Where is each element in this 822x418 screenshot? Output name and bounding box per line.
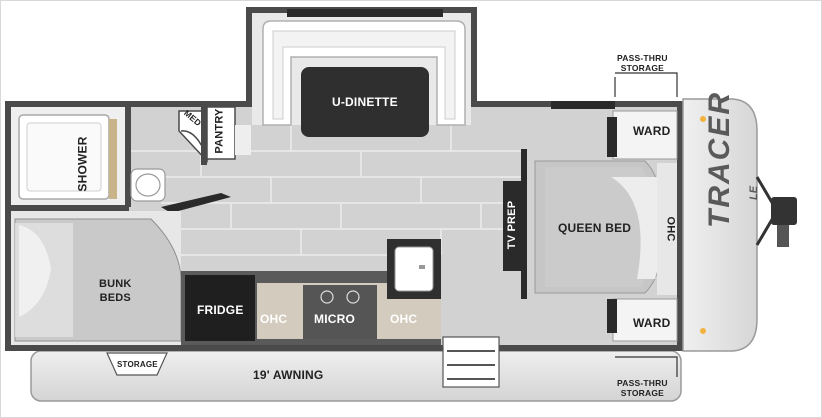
label-ohc-right: OHC: [390, 312, 418, 326]
label-u-dinette: U-DINETTE: [332, 95, 398, 109]
fridge: [185, 275, 255, 341]
label-micro: MICRO: [314, 312, 355, 326]
ohc-front: [657, 163, 677, 295]
label-ward-bottom: WARD: [633, 316, 671, 330]
tv-prep: [503, 181, 525, 271]
microwave: [303, 285, 377, 339]
front-cap: [682, 98, 758, 352]
label-fridge: FRIDGE: [197, 303, 244, 317]
brand-logo: TRACER: [703, 91, 736, 228]
label-tv-prep: TV PREP: [506, 200, 519, 250]
label-bunk-beds: BUNK BEDS: [99, 278, 132, 304]
label-awning: 19' AWNING: [253, 368, 324, 382]
floor-tiles: [131, 125, 521, 256]
storage-door: [106, 352, 168, 376]
dinette-table: [301, 67, 429, 137]
label-ohc-front: OHC: [664, 216, 677, 242]
label-storage: STORAGE: [117, 360, 158, 369]
label-pantry: PANTRY: [213, 108, 226, 154]
label-ohc-left: OHC: [260, 312, 288, 326]
entry-steps: [442, 336, 500, 388]
jack: [771, 197, 797, 225]
label-pass-thru-bottom: PASS-THRU STORAGE: [617, 378, 668, 398]
sink: [394, 246, 434, 292]
label-queen-bed: QUEEN BED: [558, 221, 632, 235]
bath-door: [161, 193, 231, 213]
brand-logo-sub: LE: [748, 185, 761, 201]
ward-top: [612, 110, 678, 160]
dinette-window: [287, 9, 443, 17]
label-ward-top: WARD: [633, 124, 671, 138]
label-pass-thru-top: PASS-THRU STORAGE: [617, 53, 668, 73]
bath-wall: [11, 205, 129, 211]
label-shower: SHOWER: [75, 136, 90, 192]
